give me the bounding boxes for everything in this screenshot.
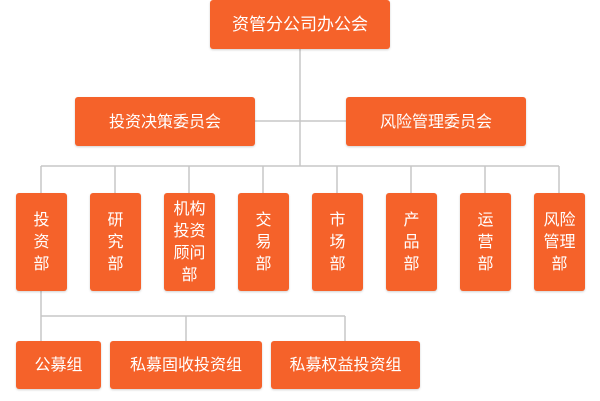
committee-risk-management: 风险管理委员会 — [346, 97, 526, 146]
group-label: 公募组 — [34, 355, 83, 374]
department-label: 投资部 — [33, 210, 50, 273]
department-label: 机构投资顾问部 — [173, 199, 206, 284]
department-label: 市场部 — [329, 210, 346, 273]
department-label: 产品部 — [403, 210, 420, 273]
department-investment: 投资部 — [16, 193, 67, 291]
department-operations: 运营部 — [460, 193, 511, 291]
group-label: 私募权益投资组 — [289, 355, 402, 374]
group-private-equity: 私募权益投资组 — [271, 341, 420, 389]
committee-label: 风险管理委员会 — [379, 111, 492, 131]
department-label: 运营部 — [477, 210, 494, 273]
department-marketing: 市场部 — [312, 193, 363, 291]
group-label: 私募固收投资组 — [129, 355, 242, 374]
root-node: 资管分公司办公会 — [210, 0, 390, 49]
department-research: 研究部 — [90, 193, 141, 291]
department-label: 风险管理部 — [543, 210, 576, 273]
department-label: 研究部 — [107, 210, 124, 273]
department-institutional-advisory: 机构投资顾问部 — [164, 193, 215, 291]
department-trading: 交易部 — [238, 193, 289, 291]
group-private-fixed-income: 私募固收投资组 — [110, 341, 262, 389]
group-public-fund: 公募组 — [16, 341, 101, 389]
root-node-label: 资管分公司办公会 — [232, 14, 368, 35]
department-label: 交易部 — [255, 210, 272, 273]
committee-investment-decision: 投资决策委员会 — [75, 97, 255, 146]
committee-label: 投资决策委员会 — [108, 111, 221, 131]
department-product: 产品部 — [386, 193, 437, 291]
department-risk-management: 风险管理部 — [534, 193, 585, 291]
